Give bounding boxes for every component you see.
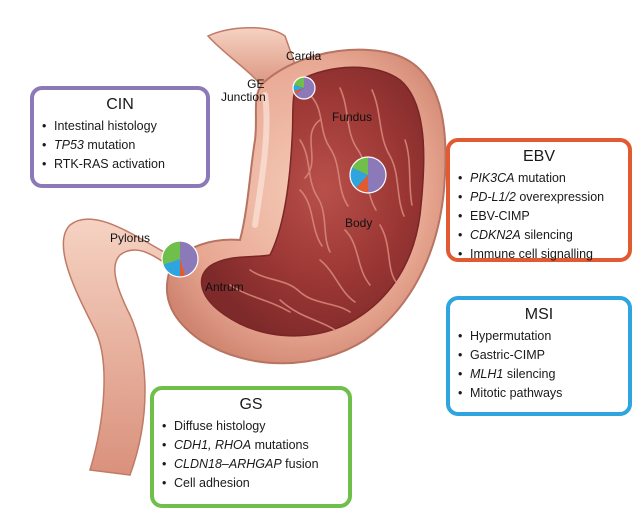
list-item: EBV-CIMP: [450, 207, 628, 226]
pie-slice-msi: [293, 84, 304, 92]
pie-slice-gs: [293, 77, 304, 88]
pie-slice-msi: [162, 259, 180, 277]
label-antrum: Antrum: [205, 280, 244, 294]
list-item: Intestinal histology: [34, 117, 206, 136]
pie-slice-msi: [350, 167, 368, 189]
subtype-title-ebv: EBV: [522, 148, 555, 165]
list-item: CDKN2A silencing: [450, 226, 628, 245]
list-item: CDH1, RHOA mutations: [154, 436, 348, 455]
list-item: CLDN18–ARHGAP fusion: [154, 455, 348, 474]
pie-slice-gs: [162, 241, 180, 265]
label-ge-junction: GE Junction: [221, 77, 266, 104]
list-item: Hypermutation: [450, 327, 628, 346]
label-ge-junction-line2: Junction: [221, 90, 266, 104]
pie-slice-gs: [351, 157, 368, 175]
list-item: RTK-RAS activation: [34, 155, 206, 174]
list-item: Gastric-CIMP: [450, 346, 628, 365]
subtype-box-gs: GS Diffuse histology CDH1, RHOA mutation…: [150, 386, 352, 508]
label-pylorus: Pylorus: [110, 231, 151, 245]
subtype-box-cin: CIN Intestinal histology TP53 mutation R…: [30, 86, 210, 188]
pie-charts: [161, 76, 387, 278]
list-item: PD-L1/2 overexpression: [450, 188, 628, 207]
pie-slice-ebv: [355, 175, 368, 193]
list-item: Diffuse histology: [154, 417, 348, 436]
label-cardia: Cardia: [286, 49, 322, 63]
pie-slice-ebv: [293, 88, 304, 95]
wall-highlight: [252, 92, 270, 228]
list-item: Cell adhesion: [154, 474, 348, 493]
pie-slice-cin: [295, 77, 316, 99]
list-item: Mitotic pathways: [450, 384, 628, 403]
list-item: TP53 mutation: [34, 136, 206, 155]
list-item: MLH1 silencing: [450, 365, 628, 384]
subtype-title-cin: CIN: [106, 96, 134, 113]
list-item: Immune cell signalling: [450, 245, 628, 264]
pie-outline: [349, 156, 387, 194]
duodenum: [62, 218, 182, 476]
label-fundus: Fundus: [332, 110, 373, 124]
subtype-list-ebv: PIK3CA mutation PD-L1/2 overexpression E…: [450, 169, 628, 264]
pie-slice-cin: [368, 157, 386, 193]
subtype-list-cin: Intestinal histology TP53 mutation RTK-R…: [34, 117, 206, 174]
pie-body: [349, 156, 387, 194]
pie-antrum: [161, 240, 199, 278]
subtype-list-msi: Hypermutation Gastric-CIMP MLH1 silencin…: [450, 327, 628, 403]
list-item: PIK3CA mutation: [450, 169, 628, 188]
label-body: Body: [345, 216, 373, 230]
pie-slice-ebv: [180, 259, 186, 277]
label-ge-junction-line1: GE: [247, 77, 265, 91]
pie-outline: [161, 240, 199, 278]
pie-cardia: [292, 76, 316, 100]
subtype-title-gs: GS: [239, 396, 263, 413]
subtype-box-msi: MSI Hypermutation Gastric-CIMP MLH1 sile…: [446, 296, 632, 416]
stomach-interior: [200, 66, 425, 337]
subtype-box-ebv: EBV PIK3CA mutation PD-L1/2 overexpressi…: [446, 138, 632, 264]
pie-outline: [292, 76, 316, 100]
subtype-title-msi: MSI: [524, 306, 554, 323]
pie-slice-cin: [180, 241, 198, 277]
rugae-folds: [229, 87, 413, 331]
subtype-list-gs: Diffuse histology CDH1, RHOA mutations C…: [154, 417, 348, 493]
